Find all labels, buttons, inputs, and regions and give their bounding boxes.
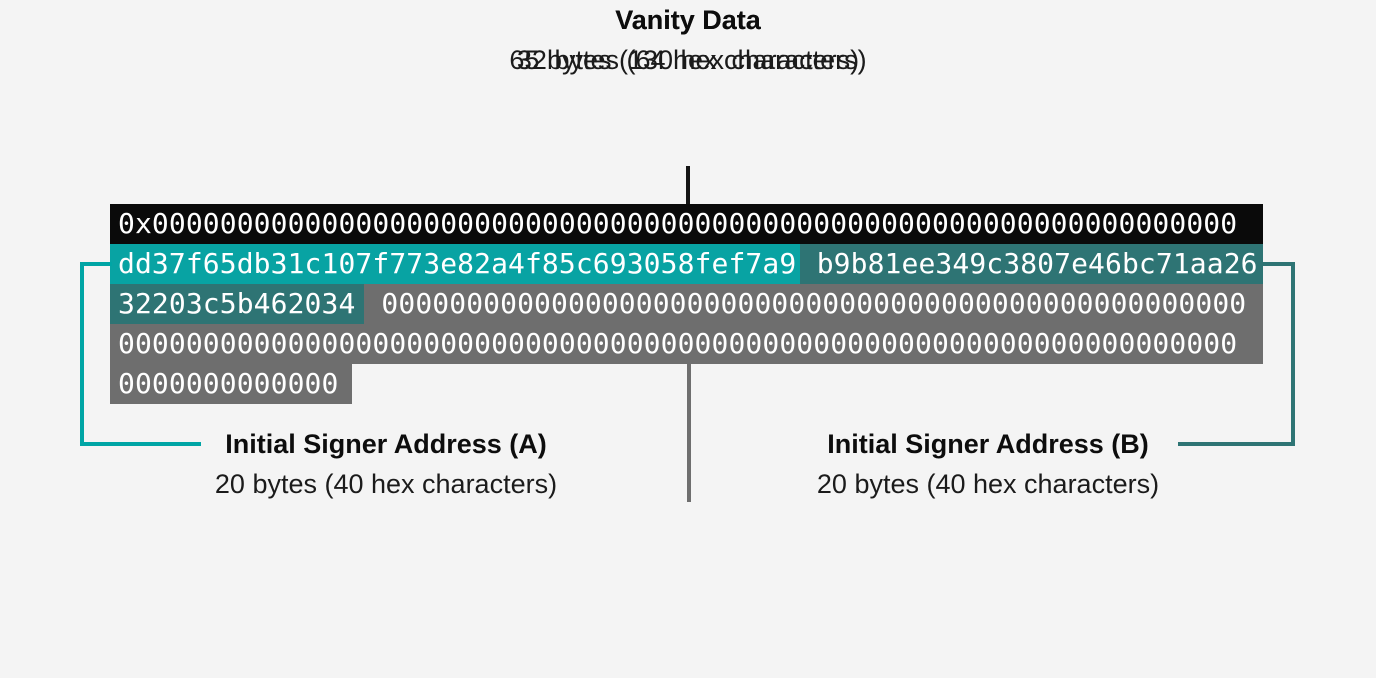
bracket-a-bottom-line: [80, 442, 201, 446]
vanity-data-bottom-title: Vanity Data: [615, 5, 761, 35]
vanity-data-32byte-segment: 0x00000000000000000000000000000000000000…: [110, 204, 1263, 244]
zero-padding-segment-1: 0000000000000000000000000000000000000000…: [364, 284, 1263, 324]
bracket-b-bottom-line: [1178, 442, 1295, 446]
signer-b-title: Initial Signer Address (B): [827, 429, 1149, 459]
signer-b-address-segment-part2: 32203c5b462034: [110, 284, 365, 324]
signer-a-title: Initial Signer Address (A): [225, 429, 547, 459]
hex-row-5: 0000000000000: [110, 364, 1263, 404]
hex-row-1: 0x00000000000000000000000000000000000000…: [110, 204, 1263, 244]
bracket-b-vertical-line: [1291, 262, 1295, 446]
zero-padding-segment-3: 0000000000000: [110, 364, 353, 404]
bracket-a-vertical-line: [80, 262, 84, 446]
hex-row-2: dd37f65db31c107f773e82a4f85c693058fef7a9…: [110, 244, 1263, 284]
signer-a-subtitle: 20 bytes (40 hex characters): [214, 469, 558, 499]
vanity-data-bottom-subtitle: 65 bytes (130 hex characters): [509, 45, 867, 75]
bracket-a-top-line: [80, 262, 112, 266]
bottom-connector-line: [687, 364, 691, 502]
hex-row-3: 32203c5b462034 0000000000000000000000000…: [110, 284, 1263, 324]
vanity-data-top-label: Vanity Data 32 bytes (64 hex characters): [0, 0, 1376, 80]
hex-row-4: 0000000000000000000000000000000000000000…: [110, 324, 1263, 364]
signer-b-address-segment-part1: b9b81ee349c3807e46bc71aa26: [799, 244, 1263, 284]
hex-data-block: 0x00000000000000000000000000000000000000…: [110, 204, 1263, 404]
signer-a-label: Initial Signer Address (A) 20 bytes (40 …: [186, 424, 586, 504]
vanity-data-bottom-label: Vanity Data 65 bytes (130 hex characters…: [0, 0, 1376, 80]
signer-a-address-segment: dd37f65db31c107f773e82a4f85c693058fef7a9: [110, 244, 800, 284]
signer-b-label: Initial Signer Address (B) 20 bytes (40 …: [788, 424, 1188, 504]
top-connector-line: [686, 166, 690, 204]
vanity-data-top-title: Vanity Data: [615, 5, 761, 35]
vanity-data-top-subtitle: 32 bytes (64 hex characters): [516, 45, 860, 75]
zero-padding-segment-2: 0000000000000000000000000000000000000000…: [110, 324, 1263, 364]
signer-b-subtitle: 20 bytes (40 hex characters): [816, 469, 1160, 499]
bracket-b-top-line: [1263, 262, 1295, 266]
